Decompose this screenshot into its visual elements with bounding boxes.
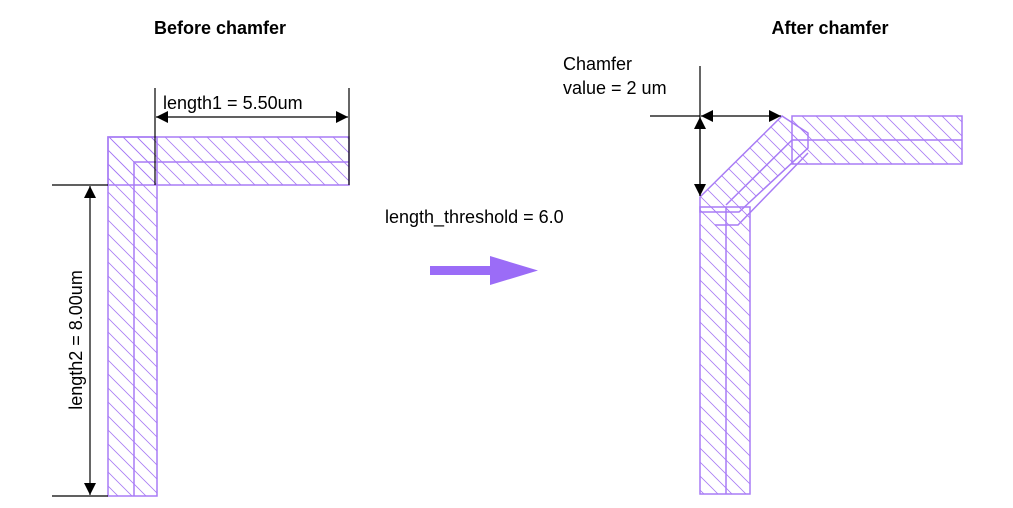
vertical-wire (699, 206, 751, 495)
chamfer-label-line2: value = 2 um (563, 78, 667, 98)
threshold-label: length_threshold = 6.0 (385, 207, 564, 228)
right-arrow-icon (430, 256, 538, 285)
length1-dimension: length1 = 5.50um (154, 88, 350, 185)
length2-label: length2 = 8.00um (66, 270, 86, 410)
after-shape (699, 115, 963, 495)
chamfer-label-line1: Chamfer (563, 54, 632, 74)
chamfer-segment (699, 115, 809, 213)
length1-label: length1 = 5.50um (163, 93, 303, 113)
chamfer-dimension: Chamfer value = 2 um (563, 54, 781, 196)
length2-dimension: length2 = 8.00um (52, 184, 108, 497)
wire-centerline (133, 161, 349, 496)
before-title: Before chamfer (154, 18, 286, 38)
after-title: After chamfer (771, 18, 888, 38)
before-shape (107, 136, 350, 497)
vertical-wire (107, 136, 158, 497)
